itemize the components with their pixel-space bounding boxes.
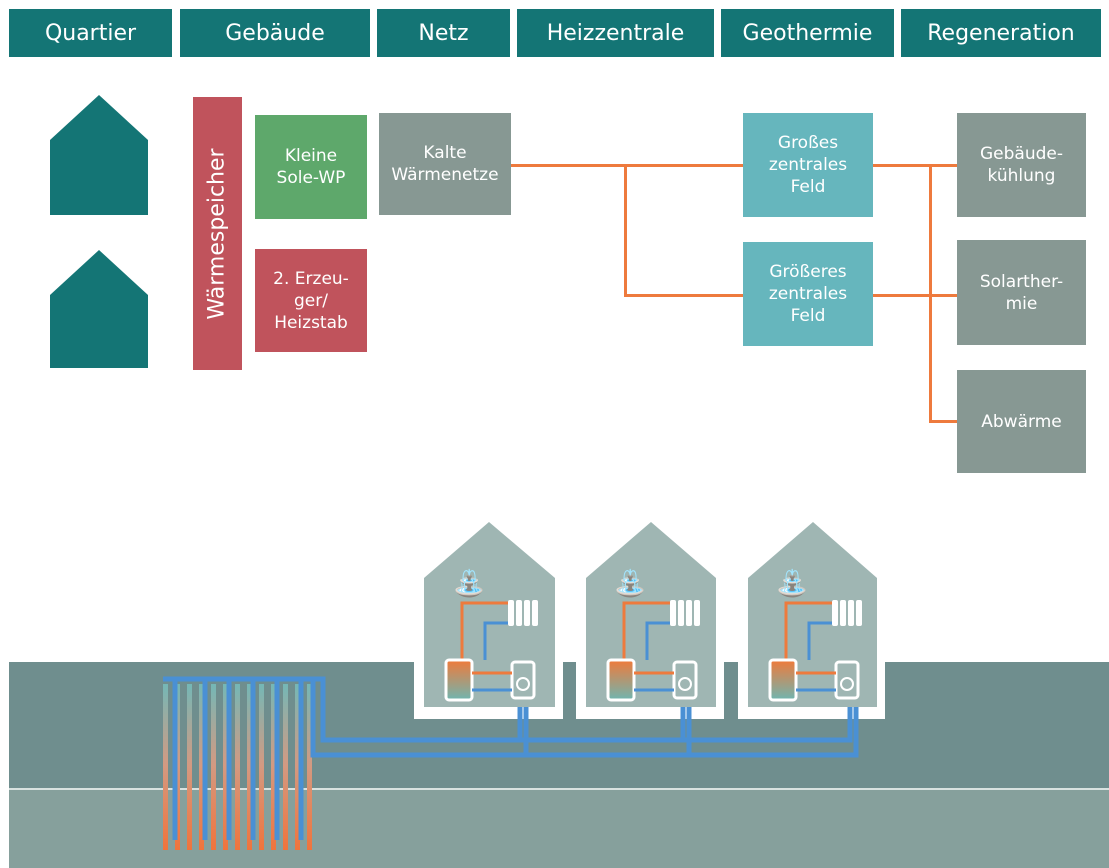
tab-heizzentrale[interactable]: Heizzentrale [517, 9, 714, 57]
storage-tank-icon [768, 658, 798, 702]
waste-heat-box[interactable]: Abwärme [957, 370, 1086, 473]
borehole-field [160, 680, 320, 850]
tab-gebaeude[interactable]: Gebäude [180, 9, 370, 57]
storage-box[interactable]: Wärmespeicher [193, 97, 242, 370]
connector-line [624, 294, 744, 297]
house-3: ⛲ [748, 522, 877, 707]
shower-icon: ⛲ [776, 568, 808, 599]
radiator-icon [508, 600, 538, 626]
storage-tank-icon [444, 658, 474, 702]
connector-line [929, 164, 932, 422]
pipe-network [163, 676, 859, 840]
radiator-icon [670, 600, 700, 626]
connector-line [872, 294, 958, 297]
brine-heat-pump-box[interactable]: Kleine Sole-WP [255, 115, 367, 219]
category-tab-bar: Quartier Gebäude Netz Heizzentrale Geoth… [0, 0, 1109, 57]
large-field-box[interactable]: Großes zentrales Feld [743, 113, 873, 217]
connector-line [872, 164, 958, 167]
radiator-icon [832, 600, 862, 626]
storage-tank-icon [606, 658, 636, 702]
heat-pump-icon [510, 660, 536, 700]
larger-field-box[interactable]: Größeres zentrales Feld [743, 242, 873, 346]
heat-pump-icon [672, 660, 698, 700]
building-cooling-box[interactable]: Gebäude- kühlung [957, 113, 1086, 217]
cold-network-box[interactable]: Kalte Wärmenetze [379, 113, 511, 215]
tab-regeneration[interactable]: Regeneration [901, 9, 1101, 57]
house-1: ⛲ [424, 522, 555, 707]
house-2: ⛲ [586, 522, 716, 707]
heat-pump-icon [834, 660, 860, 700]
tab-netz[interactable]: Netz [377, 9, 510, 57]
connector-line [510, 164, 744, 167]
shower-icon: ⛲ [614, 568, 646, 599]
tab-geothermie[interactable]: Geothermie [721, 9, 894, 57]
tab-quartier[interactable]: Quartier [9, 9, 172, 57]
ground-divider [9, 788, 1109, 790]
second-generator-box[interactable]: 2. Erzeu- ger/ Heizstab [255, 249, 367, 352]
connector-line [624, 164, 627, 296]
connector-line [929, 420, 958, 423]
shower-icon: ⛲ [453, 568, 485, 599]
solar-thermal-box[interactable]: Solarther- mie [957, 240, 1086, 345]
